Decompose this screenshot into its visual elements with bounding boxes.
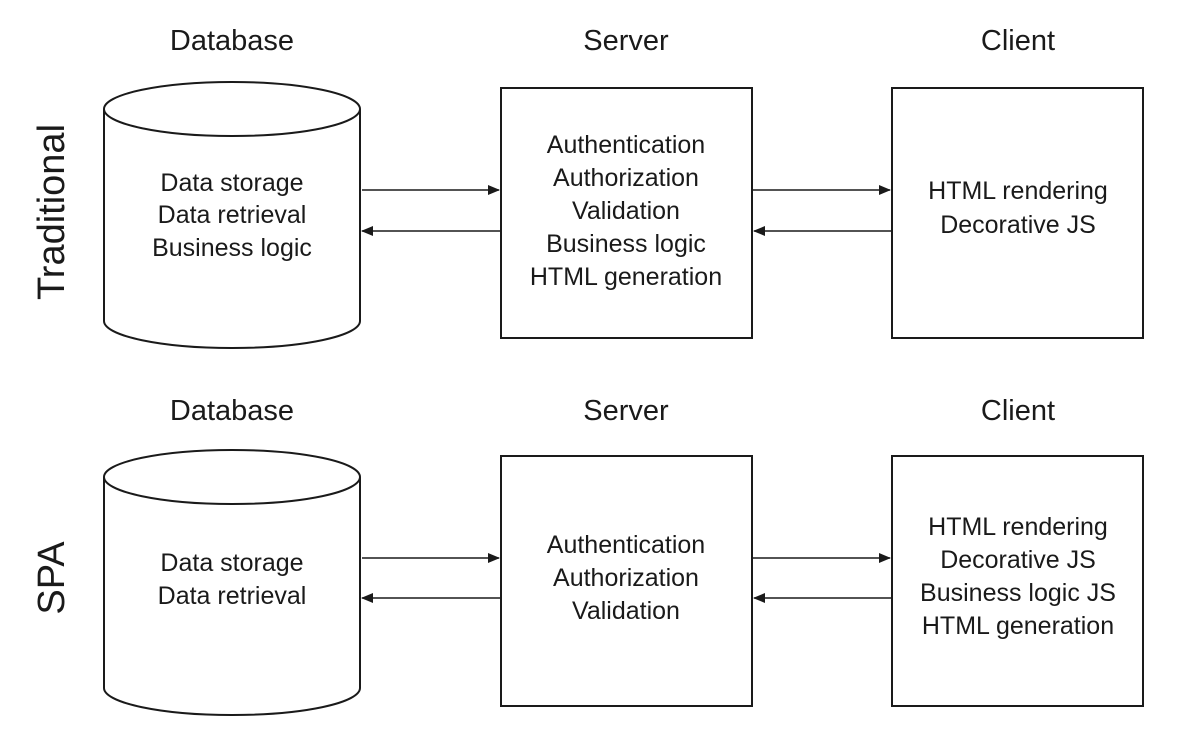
server-line: Authentication <box>547 131 705 159</box>
client-line: HTML rendering <box>928 177 1108 205</box>
row-label-spa: SPA <box>31 541 73 615</box>
server-line: Authentication <box>547 531 705 559</box>
database-line: Data storage <box>160 549 303 577</box>
client-line: Decorative JS <box>940 211 1096 239</box>
server-title: Server <box>583 395 669 427</box>
row-spa: SPA Database Server Client Data storage … <box>31 395 1144 716</box>
server-line: Authorization <box>553 164 699 192</box>
database-title: Database <box>170 25 294 57</box>
server-title: Server <box>583 25 669 57</box>
client-line: HTML generation <box>922 612 1114 640</box>
server-line: Validation <box>572 597 680 625</box>
database-cylinder: Data storage Data retrieval <box>103 449 361 716</box>
client-line: Business logic JS <box>920 579 1116 607</box>
server-line: Business logic <box>546 230 706 258</box>
client-title: Client <box>981 395 1055 427</box>
database-cylinder: Data storage Data retrieval Business log… <box>103 81 361 349</box>
database-line: Business logic <box>152 234 312 262</box>
client-line: Decorative JS <box>940 546 1096 574</box>
row-label-traditional: Traditional <box>31 124 73 300</box>
database-title: Database <box>170 395 294 427</box>
server-line: Validation <box>572 197 680 225</box>
server-box: Authentication Authorization Validation … <box>500 87 753 339</box>
database-line: Data retrieval <box>158 582 307 610</box>
server-line: Authorization <box>553 564 699 592</box>
client-line: HTML rendering <box>928 513 1108 541</box>
client-box: HTML rendering Decorative JS Business lo… <box>891 455 1144 707</box>
database-line: Data storage <box>160 169 303 197</box>
database-line: Data retrieval <box>158 201 307 229</box>
client-title: Client <box>981 25 1055 57</box>
server-box: Authentication Authorization Validation <box>500 455 753 707</box>
server-line: HTML generation <box>530 263 722 291</box>
client-box: HTML rendering Decorative JS <box>891 87 1144 339</box>
row-traditional: Traditional Database Server Client Data … <box>31 25 1144 349</box>
